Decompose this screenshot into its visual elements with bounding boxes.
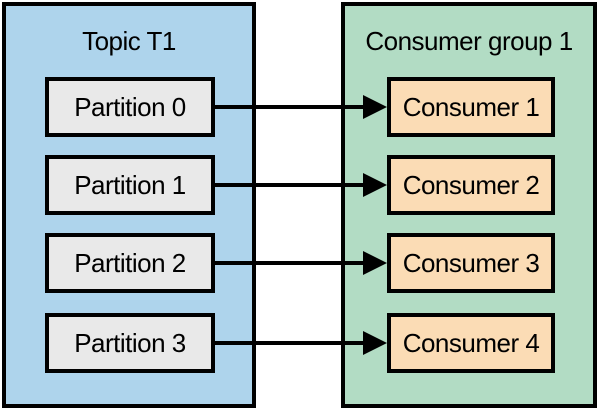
partition-2-label: Partition 2 [74, 247, 186, 278]
partition-2-box: Partition 2 [45, 233, 215, 293]
consumer-4-label: Consumer 4 [402, 327, 540, 358]
arrow-line [215, 105, 365, 109]
partition-0-label: Partition 0 [74, 91, 186, 122]
partition-1-box: Partition 1 [45, 155, 215, 215]
arrow-head-icon [363, 251, 387, 275]
arrow-head-icon [363, 331, 387, 355]
topic-t1-panel: Topic T1 Partition 0 Partition 1 Partiti… [2, 2, 256, 408]
partition-3-box: Partition 3 [45, 313, 215, 373]
consumer-group-1-panel: Consumer group 1 Consumer 1 Consumer 2 C… [341, 2, 597, 408]
partition-1-label: Partition 1 [74, 169, 186, 200]
arrow-line [215, 261, 365, 265]
topic-title: Topic T1 [82, 26, 176, 56]
arrow-line [215, 341, 365, 345]
consumer-1-label: Consumer 1 [402, 91, 540, 122]
consumer-3-label: Consumer 3 [402, 247, 540, 278]
arrow-line [215, 183, 365, 187]
arrow-head-icon [363, 173, 387, 197]
consumer-2-box: Consumer 2 [387, 155, 555, 215]
partition-3-label: Partition 3 [74, 327, 186, 358]
partition-0-box: Partition 0 [45, 77, 215, 137]
consumer-2-label: Consumer 2 [402, 169, 540, 200]
consumer-4-box: Consumer 4 [387, 313, 555, 373]
consumer-group-title: Consumer group 1 [365, 26, 573, 56]
arrow-head-icon [363, 95, 387, 119]
consumer-3-box: Consumer 3 [387, 233, 555, 293]
consumer-1-box: Consumer 1 [387, 77, 555, 137]
